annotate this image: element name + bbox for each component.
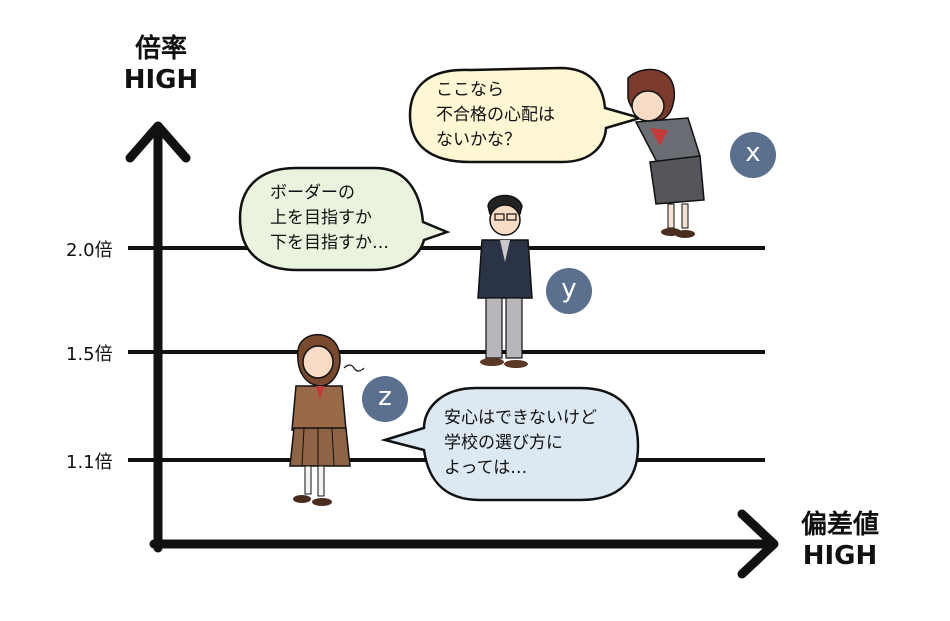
speech-text-y: ボーダーの 上を目指すか 下を目指すか… xyxy=(270,181,389,256)
y-axis xyxy=(130,126,186,548)
level-label-1-5: 1.5倍 xyxy=(66,340,113,366)
student-y-figure xyxy=(478,195,532,368)
student-z-figure xyxy=(290,335,364,506)
speech-text-x: ここなら 不合格の心配は ないかな？ xyxy=(436,78,555,153)
x-axis-label: 偏差値 HIGH xyxy=(780,510,900,572)
badge-y: y xyxy=(546,268,592,314)
level-label-1-1: 1.1倍 xyxy=(66,448,113,474)
student-x-figure xyxy=(628,69,704,238)
level-label-2-0: 2.0倍 xyxy=(66,236,113,262)
badge-x: x xyxy=(730,132,776,178)
y-axis-label: 倍率 HIGH xyxy=(106,34,216,96)
speech-text-z: 安心はできないけど 学校の選び方に よっては… xyxy=(444,406,597,481)
badge-z: z xyxy=(362,376,408,422)
x-axis xyxy=(154,514,774,574)
